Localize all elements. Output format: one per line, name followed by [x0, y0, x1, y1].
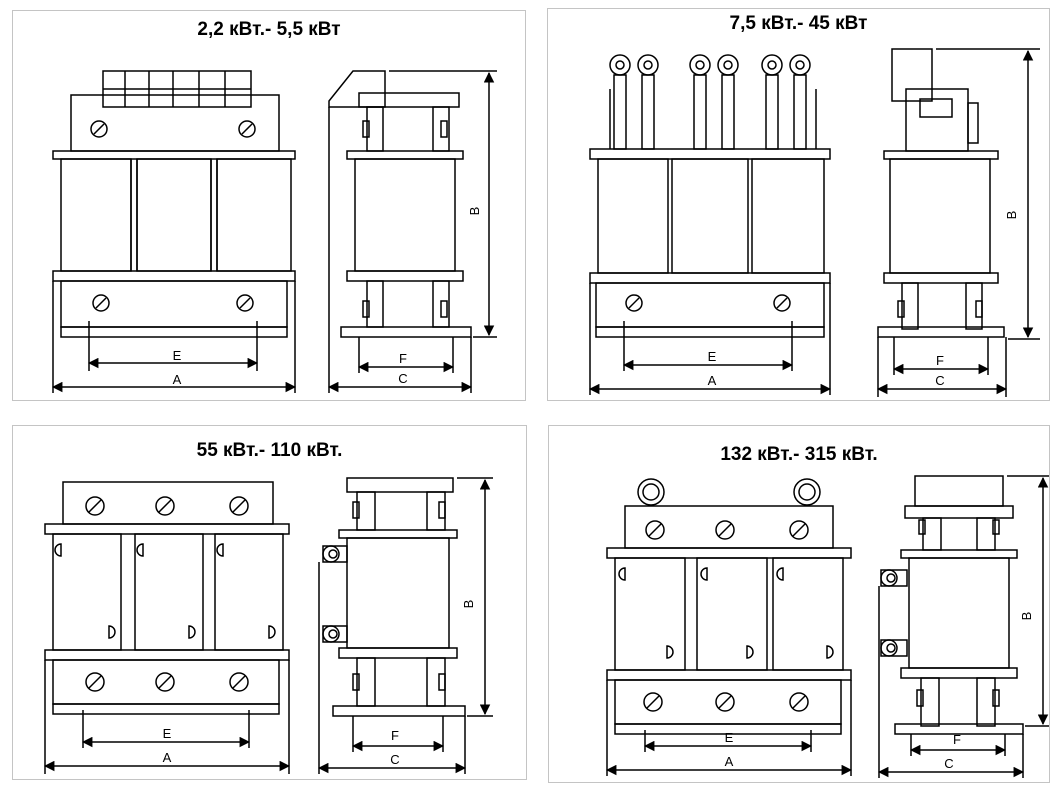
dim-label-e: E	[708, 349, 717, 364]
dim-label-c: C	[390, 752, 399, 767]
dim-label-b: B	[1004, 211, 1019, 220]
mounting-foot	[52, 703, 280, 715]
reactor-drawing-xlarge: E A F C B	[605, 475, 1049, 778]
yoke-bottom	[52, 270, 296, 282]
yoke-top	[52, 150, 296, 160]
reactor-drawing-large: E A F C B	[43, 477, 493, 774]
screw	[85, 672, 105, 692]
yoke-top	[589, 148, 831, 160]
screw	[229, 496, 249, 516]
coil	[597, 158, 669, 274]
side-foot	[332, 705, 466, 717]
top-clamp	[70, 94, 280, 152]
dim-label-e: E	[725, 730, 734, 745]
dim-label-b: B	[467, 207, 482, 216]
dim-label-a: A	[163, 750, 172, 765]
dim-label-f: F	[936, 353, 944, 368]
screw	[625, 294, 643, 312]
side-coil	[346, 537, 450, 649]
yoke-bottom	[606, 669, 852, 681]
side-foot	[877, 326, 1005, 338]
screw	[645, 520, 665, 540]
dim-label-f: F	[391, 728, 399, 743]
side-yoke-bottom	[346, 270, 464, 282]
side-yoke-top	[883, 150, 999, 160]
side-yoke-top	[346, 150, 464, 160]
yoke-top	[44, 523, 290, 535]
lifting-eye	[637, 478, 665, 506]
side-yoke-bottom	[338, 647, 458, 659]
screw	[236, 294, 254, 312]
panel-title: 55 кВт.- 110 кВт.	[196, 440, 343, 461]
coil	[216, 158, 292, 272]
panel-title: 2,2 кВт.- 5,5 кВт	[197, 19, 341, 40]
yoke-bottom	[44, 649, 290, 661]
screw	[155, 496, 175, 516]
dim-label-c: C	[944, 756, 953, 771]
side-coil	[908, 557, 1010, 669]
mounting-foot	[60, 326, 288, 338]
drawing-panel-1: 2,2 кВт.- 5,5 кВт	[12, 10, 526, 401]
mounting-foot	[595, 326, 825, 338]
coil	[751, 158, 825, 274]
bottom-clamp	[614, 679, 842, 725]
screw	[715, 692, 735, 712]
coil	[214, 533, 284, 651]
reactor-drawing-medium: E A F C B	[588, 48, 1040, 397]
coil	[671, 158, 749, 274]
yoke-bottom	[589, 272, 831, 284]
drawing-panel-2: 7,5 кВт.- 45 кВт	[547, 8, 1050, 401]
screw	[789, 692, 809, 712]
side-coil	[889, 158, 991, 274]
screw	[229, 672, 249, 692]
screw	[643, 692, 663, 712]
screw	[155, 672, 175, 692]
reactor-drawing-small: E A F C B	[51, 70, 497, 393]
screw	[92, 294, 110, 312]
dim-label-a: A	[173, 372, 182, 387]
mounting-foot	[614, 723, 842, 735]
panel-title: 132 кВт.- 315 кВт.	[720, 444, 878, 465]
dim-label-b: B	[1019, 612, 1034, 621]
dim-label-c: C	[398, 371, 407, 386]
drawing-panel-3: 55 кВт.- 110 кВт.	[12, 425, 527, 780]
coil	[60, 158, 132, 272]
screw	[238, 120, 256, 138]
dim-label-e: E	[163, 726, 172, 741]
screw	[773, 294, 791, 312]
dim-label-e: E	[173, 348, 182, 363]
yoke-top	[606, 547, 852, 559]
coil	[136, 158, 212, 272]
dim-label-a: A	[725, 754, 734, 769]
coil	[52, 533, 122, 651]
side-yoke-bottom	[900, 667, 1018, 679]
ring-terminals	[609, 54, 811, 150]
screw	[715, 520, 735, 540]
side-terminal	[328, 70, 386, 108]
screw	[90, 120, 108, 138]
side-yoke-top	[900, 549, 1018, 559]
side-yoke-top	[338, 529, 458, 539]
side-foot	[894, 723, 1024, 735]
side-coil	[354, 158, 456, 272]
lifting-eye	[793, 478, 821, 506]
drawing-panel-4: 132 кВт.- 315 кВт.	[548, 425, 1050, 783]
dim-label-f: F	[953, 732, 961, 747]
coil	[134, 533, 204, 651]
side-foot	[340, 326, 472, 338]
panel-title: 7,5 кВт.- 45 кВт	[729, 13, 868, 34]
screw	[789, 520, 809, 540]
side-yoke-bottom	[883, 272, 999, 284]
dim-label-f: F	[399, 351, 407, 366]
dim-label-a: A	[708, 373, 717, 388]
dim-label-c: C	[935, 373, 944, 388]
screw	[85, 496, 105, 516]
dim-label-b: B	[461, 600, 476, 609]
